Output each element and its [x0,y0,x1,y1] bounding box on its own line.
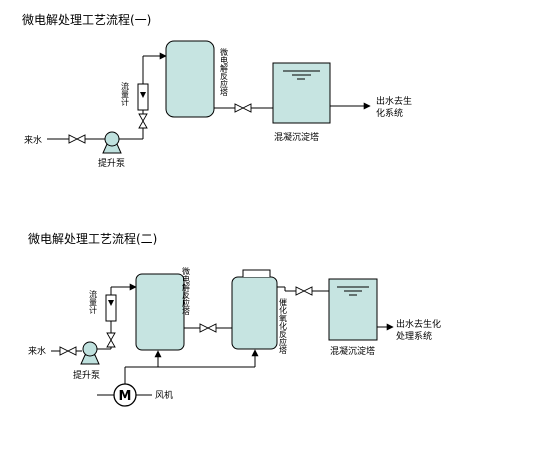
process-1-settler-label: 混凝沉淀塔 [274,131,319,143]
process-2-settler-label: 混凝沉淀塔 [330,345,375,357]
process-1-reactor-tower [165,40,215,118]
process-2-lift-pump [80,341,100,365]
process-2-oxidation-tower [231,269,278,350]
process-1-inlet-label: 来水 [24,134,42,146]
process-2-pump-label: 提升泵 [73,370,100,381]
process-1-transfer-valve [234,103,252,113]
process-2-flowmeter-label: 流量计 [89,289,98,315]
process-1-outlet-label-line-2: 化系统 [376,107,403,119]
process-2-reactor-tower [135,273,185,351]
process-2-inlet-valve [59,346,77,356]
process-1-title: 微电解处理工艺流程(一) [22,12,151,27]
process-1-outlet-label-line-1: 出水去生 [376,95,412,107]
process-2-riser-valve [106,332,116,348]
process-1-flowmeter-label: 流量计 [121,81,130,107]
process-2-blower: M [113,383,137,407]
process-1-riser-valve [138,113,148,129]
process-1-flowmeter [137,83,149,111]
process-2-flowmeter [105,294,117,322]
process-2-outlet-label-line-2: 处理系统 [396,330,432,342]
process-2-transfer-valve-1 [199,323,217,333]
process-2-oxidation-label: 催化氧化反应塔 [279,297,288,355]
process-1-inlet-valve [68,134,86,144]
process-1-pump-label: 提升泵 [98,158,125,169]
process-2: 微电解处理工艺流程(二) 来水 提升泵 流量计 微电解反应塔 [28,231,441,407]
process-2-settling-tank [328,278,378,341]
process-2-inlet-label: 来水 [28,345,46,357]
process-1-water-level-icon [283,70,320,80]
process-2-outlet-label-line-1: 出水去生化 [396,318,441,330]
process-2-blower-label: 风机 [155,389,173,401]
process-2-blower-symbol: M [119,389,132,404]
process-2-title: 微电解处理工艺流程(二) [28,231,157,246]
process-2-reactor-label: 微电解反应塔 [182,266,191,316]
process-1: 微电解处理工艺流程(一) 来水 提升泵 流量计 微电解反应塔 [22,12,412,169]
process-2-water-level-icon [337,286,369,296]
process-1-lift-pump [102,131,122,154]
process-2-transfer-valve-2 [295,286,313,296]
process-1-reactor-label: 微电解反应塔 [220,47,229,97]
process-1-settling-tank [272,62,331,124]
